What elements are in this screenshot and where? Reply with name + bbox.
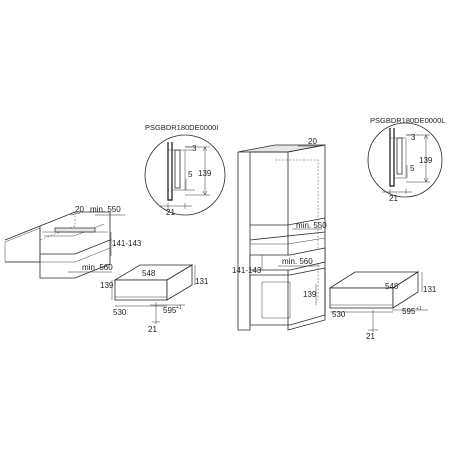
left-detail-circle [144,134,226,216]
right-detail-panel [389,128,395,187]
left-detail-model-code: PSGBDR180DE0000I [145,123,218,132]
tall-cabinet-drawing: 20 min. 550 141-143 min. 560 139 [232,137,327,331]
cabinet-dim-139: 139 [303,290,317,299]
right-drawer-dim-595: 595 [402,307,416,316]
left-detail-dim-3: 3 [192,144,197,153]
right-drawer-dim-530: 530 [332,310,346,319]
right-detail-circle [367,122,443,198]
left-niche-dim-20: 20 [75,205,84,214]
left-drawer-dim-548: 548 [142,269,156,278]
left-drawer-dim-131: 131 [195,277,209,286]
left-drawer-dim-21: 21 [148,325,157,334]
right-drawer-dim-21: 21 [366,332,375,341]
left-niche-dim-min560: min. 560 [82,263,113,272]
right-drawer-dim-548: 548 [385,282,399,291]
left-drawer-dim-595-tolerance: +1 [176,305,182,311]
niche-outline [39,211,111,255]
left-drawer-drawing: 548 131 139 530 595 +1 21 [100,264,209,334]
right-detail-dim-5: 5 [410,164,415,173]
left-drawer-dim-595: 595 [163,306,177,315]
left-detail-dim-5: 5 [188,170,193,179]
left-detail-handle [174,149,181,189]
right-detail-callout: PSGBDR180DE0000L 3 139 5 21 [367,116,445,203]
left-detail-profile [168,149,186,191]
left-niche-dim-141-143: 141-143 [112,239,142,248]
cabinet-dim-min550: min. 550 [296,221,327,230]
left-detail-dim-21: 21 [166,208,175,217]
left-drawer-dim-530: 530 [113,308,127,317]
left-detail-callout: PSGBDR180DE0000I 3 139 5 21 [144,123,226,217]
right-drawer-dim-595-tolerance: +1 [416,306,422,312]
left-niche-drawing: 20 min. 550 141-143 min. 560 [4,205,142,279]
cabinet-dim-141-143: 141-143 [232,266,262,275]
right-detail-dim-21: 21 [389,194,398,203]
right-drawer-drawing: 548 131 530 595 +1 21 [328,271,437,341]
right-drawer-dim-131: 131 [423,285,437,294]
right-detail-model-code: PSGBDR180DE0000L [370,116,445,125]
cabinet-dim-min560: min. 560 [282,257,313,266]
cabinet-dim-20: 20 [308,137,317,146]
left-detail-panel [167,142,173,201]
left-detail-dim-139: 139 [198,169,212,178]
cabinet-left-panel [237,152,251,331]
left-drawer-dim-139: 139 [100,281,114,290]
right-detail-handle [396,137,403,175]
right-detail-dim-3: 3 [411,133,416,142]
right-detail-dim-139: 139 [419,156,433,165]
cabinet-drawer-niche [249,247,326,271]
left-niche-dim-min550: min. 550 [90,205,121,214]
